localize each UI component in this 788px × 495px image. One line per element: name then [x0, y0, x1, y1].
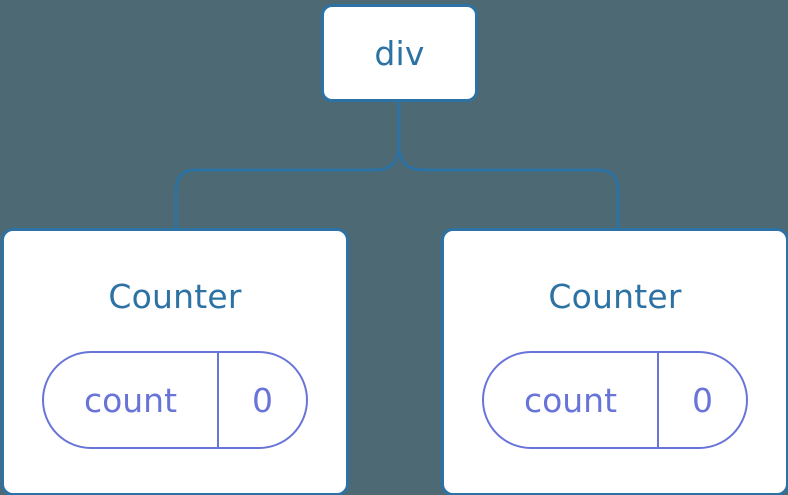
state-pill-left-value-cell: 0 [219, 353, 306, 447]
state-key-label: count [83, 380, 178, 420]
state-value-label: 0 [692, 380, 713, 420]
node-counter-left-label: Counter [108, 277, 242, 316]
connector-branch-right [397, 146, 620, 230]
node-div-label: div [374, 33, 425, 73]
state-value-label: 0 [252, 380, 273, 420]
node-counter-left[interactable]: Counter count 0 [1, 228, 349, 495]
node-counter-right[interactable]: Counter count 0 [441, 228, 788, 495]
state-pill-right-value-cell: 0 [659, 353, 746, 447]
state-pill-right[interactable]: count 0 [482, 351, 748, 449]
state-pill-left[interactable]: count 0 [42, 351, 308, 449]
state-pill-right-key-cell: count [484, 353, 659, 447]
state-pill-left-key-cell: count [44, 353, 219, 447]
node-div[interactable]: div [321, 4, 478, 102]
state-key-label: count [523, 380, 618, 420]
connector-branch-left [174, 146, 401, 230]
node-counter-right-label: Counter [548, 277, 682, 316]
